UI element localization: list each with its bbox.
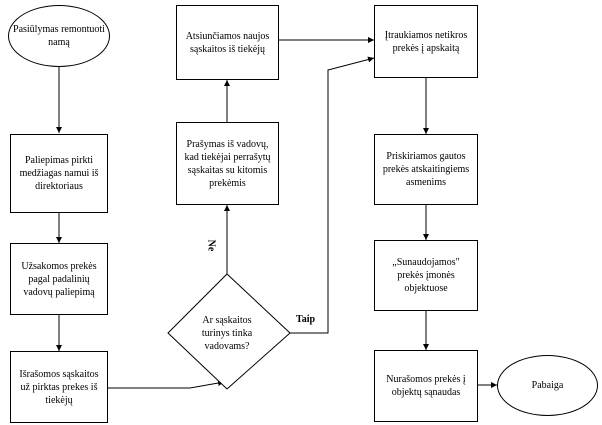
edge-label-no: Ne: [205, 239, 217, 252]
step-order-from-director: Paliepimas pirkti medžiagas namui iš dir…: [10, 134, 108, 213]
start-node: Pasiūlymas remontuoti namą: [8, 5, 110, 67]
step-fake-goods-accounting: Įtraukiamos netikros prekės į apskaitą: [374, 5, 478, 78]
step-request-rewrite: Prašymas iš vadovų, kad tiekėjai perrašy…: [176, 122, 279, 205]
step-order-goods: Užsakomos prekės pagal padalinių vadovų …: [10, 243, 108, 315]
step-new-invoices: Atsiunčiamos naujos sąskaitos iš tiekėjų: [176, 5, 279, 80]
decision-label: Ar sąskaitos turinys tinka vadovams?: [201, 314, 253, 352]
step-write-off: Nurašomos prekės į objektų sąnaudas: [374, 350, 478, 422]
step-assign-goods: Priskiriamos gautos prekės atskaitingiem…: [374, 134, 478, 205]
edge-decision-n6: [290, 56, 375, 334]
edge-n3-decision: [108, 380, 225, 389]
edge-label-yes: Taip: [296, 314, 316, 325]
decision-shape: [167, 273, 291, 390]
step-issue-invoices: Išrašomos sąskaitos už pirktas prekes iš…: [10, 351, 108, 423]
end-node: Pabaiga: [497, 355, 598, 416]
step-consume-goods: „Sunaudojamos" prekės įmonės objektuose: [374, 240, 478, 311]
